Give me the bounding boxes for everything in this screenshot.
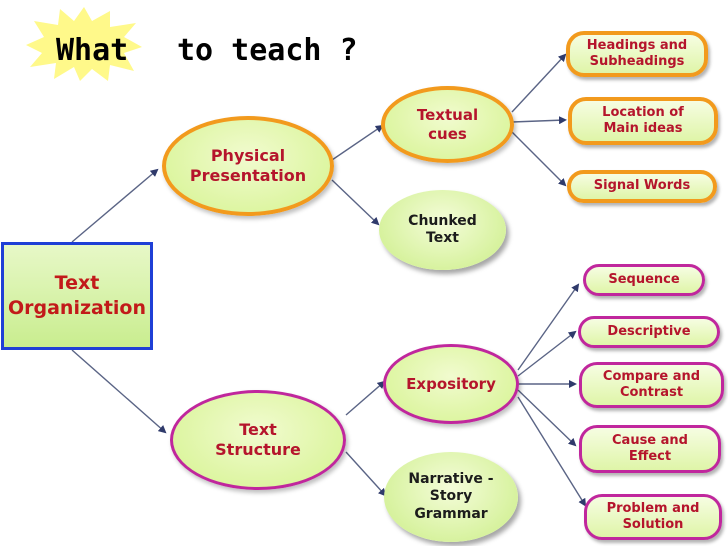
node-label-line: Solution bbox=[622, 517, 684, 532]
node-text-organization: Text Organization bbox=[1, 242, 153, 350]
node-label-line: Signal Words bbox=[593, 178, 691, 194]
node-label-line: Textual bbox=[416, 105, 479, 124]
node-label-line: Chunked bbox=[408, 212, 477, 229]
starburst-shape bbox=[26, 7, 142, 81]
arrow-physical-to-chunked bbox=[331, 179, 380, 226]
arrow-structure-to-expository bbox=[345, 380, 386, 416]
node-narrative-story-grammar: Narrative - Story Grammar bbox=[384, 452, 518, 542]
arrow-structure-to-narrative bbox=[345, 451, 387, 497]
arrow-root-to-physical bbox=[71, 168, 159, 243]
arrow-textual-to-headings bbox=[511, 53, 567, 113]
node-label-line: Narrative - bbox=[408, 470, 494, 487]
node-label-line: Problem and bbox=[606, 500, 700, 516]
slide-title: What to teach ? bbox=[20, 5, 440, 85]
node-cause-effect: Cause and Effect bbox=[579, 425, 721, 473]
node-descriptive: Descriptive bbox=[578, 316, 720, 348]
arrow-expository-to-problem bbox=[517, 396, 587, 507]
arrow-textual-to-location bbox=[511, 116, 567, 125]
node-text-structure: Text Structure bbox=[170, 390, 346, 490]
node-label-line: Expository bbox=[406, 374, 496, 393]
node-label-line: Presentation bbox=[189, 166, 307, 185]
node-textual-cues: Textual cues bbox=[381, 86, 514, 163]
title-highlight-word: What bbox=[56, 33, 129, 68]
node-signal-words: Signal Words bbox=[567, 170, 717, 203]
node-label-line: Contrast bbox=[619, 385, 684, 400]
node-label-line: Descriptive bbox=[607, 323, 691, 339]
arrow-expository-to-cause bbox=[517, 389, 577, 447]
node-label-line: Text bbox=[54, 272, 100, 295]
arrow-expository-to-sequence bbox=[517, 283, 580, 371]
node-label-line: Text bbox=[239, 420, 277, 439]
node-label-line: cues bbox=[428, 124, 467, 143]
node-label-line: Organization bbox=[7, 297, 147, 319]
node-problem-solution: Problem and Solution bbox=[584, 494, 722, 540]
node-label-line: Location of bbox=[602, 104, 684, 120]
node-label-line: Text bbox=[426, 230, 459, 246]
node-label-line: Effect bbox=[628, 449, 672, 464]
node-headings-subheadings: Headings and Subheadings bbox=[566, 31, 708, 77]
arrow-root-to-structure bbox=[71, 349, 167, 434]
arrow-expository-to-descriptive bbox=[517, 330, 577, 377]
arrow-textual-to-signal bbox=[511, 131, 567, 187]
node-label-line: Headings and bbox=[586, 37, 688, 53]
node-label-line: Subheadings bbox=[589, 54, 685, 69]
node-label-line: Physical bbox=[210, 146, 286, 165]
node-chunked-text: Chunked Text bbox=[379, 190, 506, 270]
node-physical-presentation: Physical Presentation bbox=[162, 116, 334, 216]
arrow-physical-to-textual bbox=[331, 124, 384, 161]
node-location-main-ideas: Location of Main ideas bbox=[568, 97, 718, 145]
node-label-line: Compare and bbox=[602, 368, 701, 384]
node-label-line: Grammar bbox=[414, 505, 488, 522]
node-compare-contrast: Compare and Contrast bbox=[579, 362, 724, 408]
title-rest-text: to teach ? bbox=[177, 33, 358, 68]
node-label-line: Cause and bbox=[612, 432, 688, 448]
node-sequence: Sequence bbox=[583, 264, 705, 296]
node-expository: Expository bbox=[383, 344, 519, 424]
node-label-line: Sequence bbox=[608, 271, 680, 287]
node-label-line: Structure bbox=[215, 440, 301, 459]
node-label-line: Main ideas bbox=[603, 121, 683, 136]
node-label-line: Story bbox=[429, 488, 473, 505]
